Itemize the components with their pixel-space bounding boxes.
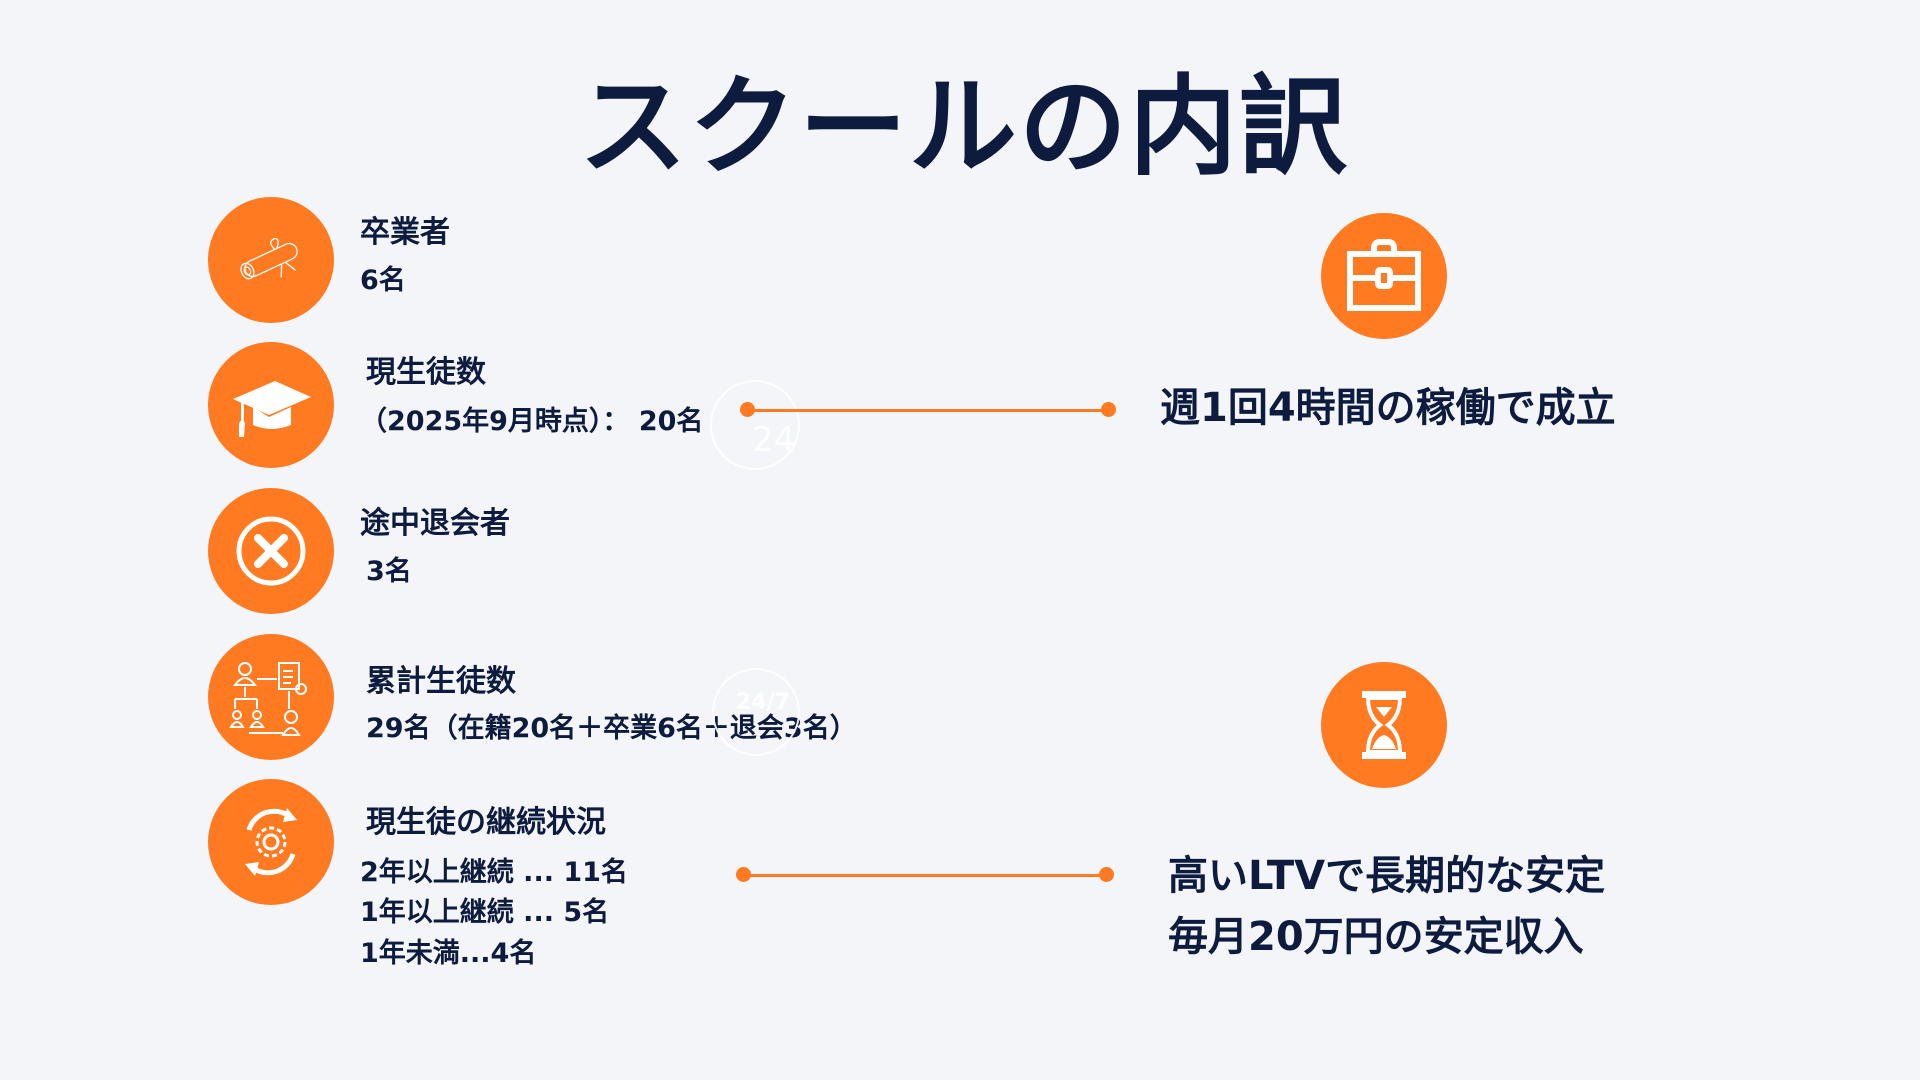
item-heading: 卒業者: [360, 215, 450, 250]
item-value: 6名: [360, 265, 406, 296]
diploma-icon: [208, 197, 334, 323]
connector-dot: [736, 867, 751, 882]
item-value: 3名: [366, 556, 412, 587]
close-circle-icon: [208, 488, 334, 614]
hourglass-icon: [1321, 662, 1447, 788]
clock-24-label: 24: [752, 420, 796, 460]
connector-line: [747, 409, 1108, 412]
connector-line: [743, 874, 1106, 877]
item-heading: 途中退会者: [360, 506, 510, 541]
item-heading: 累計生徒数: [366, 664, 516, 699]
item-value: （2025年9月時点）： 20名: [360, 406, 704, 437]
workflow-people-icon: [208, 634, 334, 760]
graduation-cap-icon: [208, 342, 334, 468]
item-heading: 現生徒の継続状況: [366, 805, 606, 840]
service-24-7-label: 24/7: [736, 690, 790, 715]
clock-24-icon: [710, 380, 800, 470]
right-bottom-text: 高いLTVで長期的な安定: [1168, 853, 1606, 899]
gear-cycle-icon: [208, 779, 334, 905]
connector-dot: [1099, 867, 1114, 882]
right-top-text: 週1回4時間の稼働で成立: [1160, 385, 1616, 431]
service-24-7-icon: [712, 668, 800, 756]
item-heading: 現生徒数: [366, 355, 486, 390]
connector-dot: [740, 402, 755, 417]
item-value: 1年未満...4名: [360, 938, 537, 969]
item-value: 2年以上継続 ... 11名: [360, 857, 628, 888]
item-value: 1年以上継続 ... 5名: [360, 897, 610, 928]
briefcase-icon: [1321, 213, 1447, 339]
right-bottom-text: 毎月20万円の安定収入: [1168, 914, 1584, 960]
page-title: スクールの内訳: [578, 65, 1349, 190]
connector-dot: [1101, 402, 1116, 417]
